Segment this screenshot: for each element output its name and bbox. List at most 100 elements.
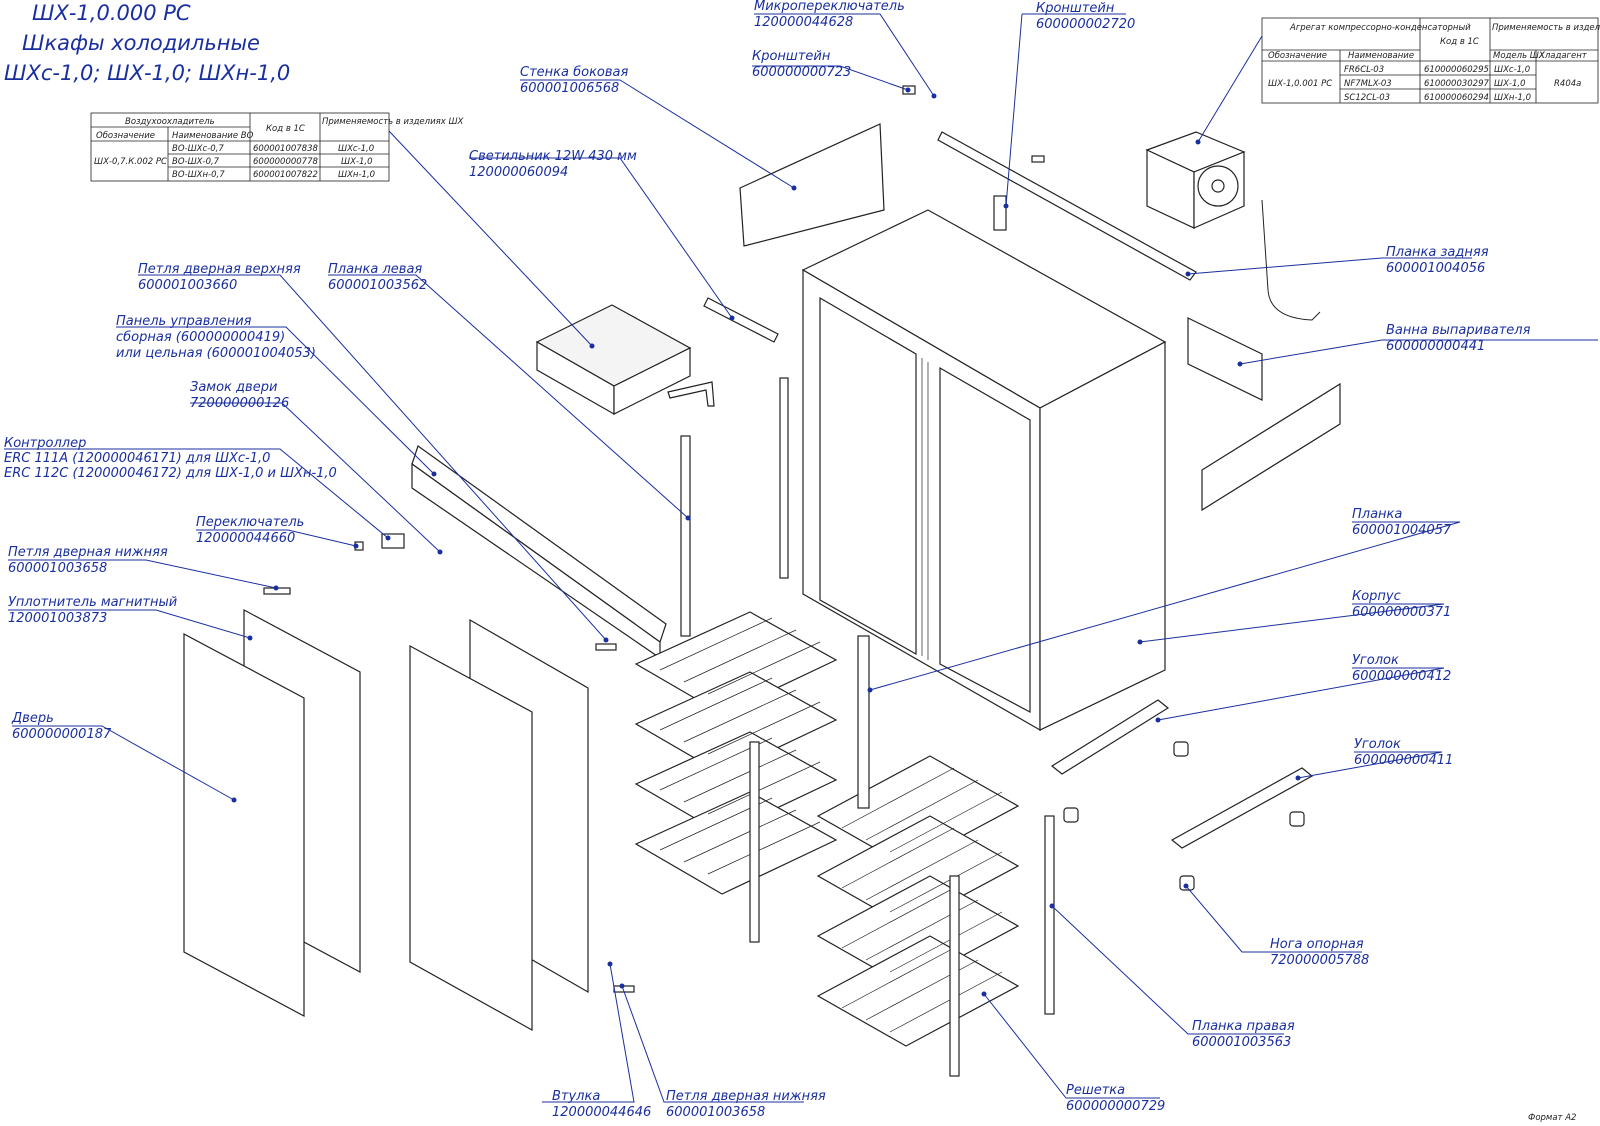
label-corner-411-name: Уголок [1354, 737, 1401, 752]
label-bracket-top-name: Кронштейн [752, 49, 831, 64]
compressor-col-name: Наименование [1348, 51, 1414, 61]
air-cooler-row-2-code: 600000000778 [253, 157, 318, 167]
compressor-col-refrigerant: Хладагент [1538, 51, 1588, 61]
label-hinge-top-code: 600001003660 [138, 278, 237, 293]
label-gasket-code: 120001003873 [8, 611, 107, 626]
compressor-row-3-model: ШХн-1,0 [1494, 93, 1531, 103]
compressor-header: Агрегат компрессорно-конденсаторный [1289, 23, 1471, 33]
rack-1-part [749, 741, 760, 943]
air-cooler-row-1-code: 600001007838 [253, 144, 318, 154]
label-door-code: 600000000187 [12, 727, 112, 742]
door-right-part [409, 644, 533, 1032]
corner-412-part [1050, 699, 1170, 775]
label-microswitch-name: Микропереключатель [754, 0, 905, 14]
evap-tray-part [1187, 317, 1263, 401]
air-cooler-col-designation: Обозначение [96, 131, 155, 141]
label-corner-411-code: 600000000411 [1354, 753, 1453, 768]
label-door-lock-name: Замок двери [190, 380, 277, 395]
label-foot-code: 720000005788 [1270, 953, 1369, 968]
compressor-unit-part [1145, 131, 1321, 321]
strip-vertical-part [779, 377, 789, 579]
label-corner-412-code: 600000000412 [1352, 669, 1451, 684]
compressor-row-2-model: ШХ-1,0 [1494, 79, 1526, 89]
label-bracket-top-code: 600000000723 [752, 65, 851, 80]
foot-3-part [1289, 811, 1305, 827]
label-bracket-2720-name: Кронштейн [1036, 1, 1115, 16]
compressor-row-1-code: 610000060295 [1424, 65, 1489, 75]
compressor-refrigerant: R404a [1554, 79, 1581, 89]
label-control-panel-line2: сборная (600000000419) [116, 330, 285, 345]
label-strip-name: Планка [1352, 507, 1402, 522]
label-hinge-bottom-name: Петля дверная нижняя [666, 1089, 826, 1104]
air-cooler-row-3-model: ШХн-1,0 [338, 170, 375, 180]
air-cooler-table: Воздухоохладитель Обозначение Наименован… [90, 112, 464, 182]
air-cooler-row-1-model: ШХс-1,0 [338, 144, 374, 154]
drawing-title: Шкафы холодильные [22, 31, 260, 55]
compressor-col-code: Код в 1С [1440, 37, 1479, 47]
back-panel-part [1201, 382, 1341, 512]
leader-lines [4, 13, 1598, 1103]
air-cooler-row-2-name: ВО-ШХ-0,7 [172, 157, 220, 167]
drawing-code: ШХ-1,0.000 РС [32, 1, 191, 25]
control-panel-part [411, 445, 667, 643]
compressor-col-applicability: Применяемость в изделиях ШХ [1492, 23, 1600, 33]
air-cooler-col-applicability: Применяемость в изделиях ШХ [322, 117, 464, 127]
label-shelf-name: Решетка [1066, 1083, 1125, 1098]
air-cooler-row-2-model: ШХ-1,0 [341, 157, 373, 167]
compressor-row-2-code: 610000030297 [1424, 79, 1489, 89]
label-strip-right-name: Планка правая [1192, 1019, 1295, 1034]
air-cooler-designation: ШХ-0,7.К.002 РС [94, 157, 167, 167]
label-side-wall-code: 600001006568 [520, 81, 619, 96]
label-lamp-code: 120000060094 [469, 165, 568, 180]
side-wall-part [739, 123, 885, 247]
label-control-panel-line3: или цельная (600001004053) [116, 346, 316, 361]
label-evap-tray-code: 600000000441 [1386, 339, 1485, 354]
compressor-table: Агрегат компрессорно-конденсаторный Обоз… [1261, 17, 1600, 104]
label-controller-line3: ERC 112C (120000046172) для ШХ-1,0 и ШХн… [4, 466, 337, 481]
label-evap-tray-name: Ванна выпаривателя [1386, 323, 1531, 338]
label-door-lock-code: 720000000126 [190, 396, 289, 411]
label-microswitch-code: 120000044628 [754, 15, 853, 30]
label-body-name: Корпус [1352, 589, 1401, 604]
air-cooler-row-3-code: 600001007822 [253, 170, 318, 180]
compressor-col-model: Модель ШХ [1493, 51, 1545, 61]
label-controller-line2: ERC 111A (120000046171) для ШХс-1,0 [4, 451, 270, 466]
label-control-panel-name: Панель управления [116, 314, 252, 329]
strip-right-part [1044, 815, 1055, 1015]
label-strip-right-code: 600001003563 [1192, 1035, 1291, 1050]
label-bushing-code: 120000044646 [552, 1105, 651, 1120]
bracket-small-part [1031, 155, 1045, 163]
format-label: Формат А2 [1528, 1113, 1576, 1123]
parts-drawing [183, 85, 1341, 1077]
air-cooler-header: Воздухоохладитель [125, 117, 215, 127]
label-hinge-bottom-code: 600001003658 [666, 1105, 765, 1120]
air-cooler-row-1-name: ВО-ШХс-0,7 [172, 144, 224, 154]
shelves-part [634, 611, 1020, 1047]
foot-1-part [1173, 741, 1189, 757]
rack-2-part [857, 635, 870, 809]
door-left-part [183, 633, 305, 1017]
compressor-row-3-name: SC12CL-03 [1344, 93, 1390, 103]
label-rear-strip-name: Планка задняя [1386, 245, 1489, 260]
air-cooler-row-3-name: ВО-ШХн-0,7 [172, 170, 225, 180]
label-lamp-name: Светильник 12W 430 мм [469, 149, 637, 164]
air-cooler-col-code: Код в 1С [266, 124, 305, 134]
label-switch-name: Переключатель [196, 515, 304, 530]
compressor-row-1-model: ШХс-1,0 [1494, 65, 1530, 75]
label-foot-name: Нога опорная [1270, 937, 1364, 952]
label-body-code: 600000000371 [1352, 605, 1451, 620]
label-hinge-top-name: Петля дверная верхняя [138, 262, 301, 277]
rear-rail-part [937, 131, 1197, 281]
label-strip-left-code: 600001003562 [328, 278, 427, 293]
label-hinge-bottom-left-name: Петля дверная нижняя [8, 545, 168, 560]
foot-2-part [1063, 807, 1079, 823]
compressor-row-1-name: FR6CL-03 [1344, 65, 1384, 75]
label-bushing-name: Втулка [552, 1089, 600, 1104]
label-strip-code: 600001004057 [1352, 523, 1452, 538]
label-controller-name: Контроллер [4, 436, 86, 451]
foot-4-part [1179, 875, 1195, 891]
air-cooler-col-name: Наименование ВО [172, 131, 254, 141]
compressor-designation: ШХ-1,0.001 РС [1268, 79, 1332, 89]
